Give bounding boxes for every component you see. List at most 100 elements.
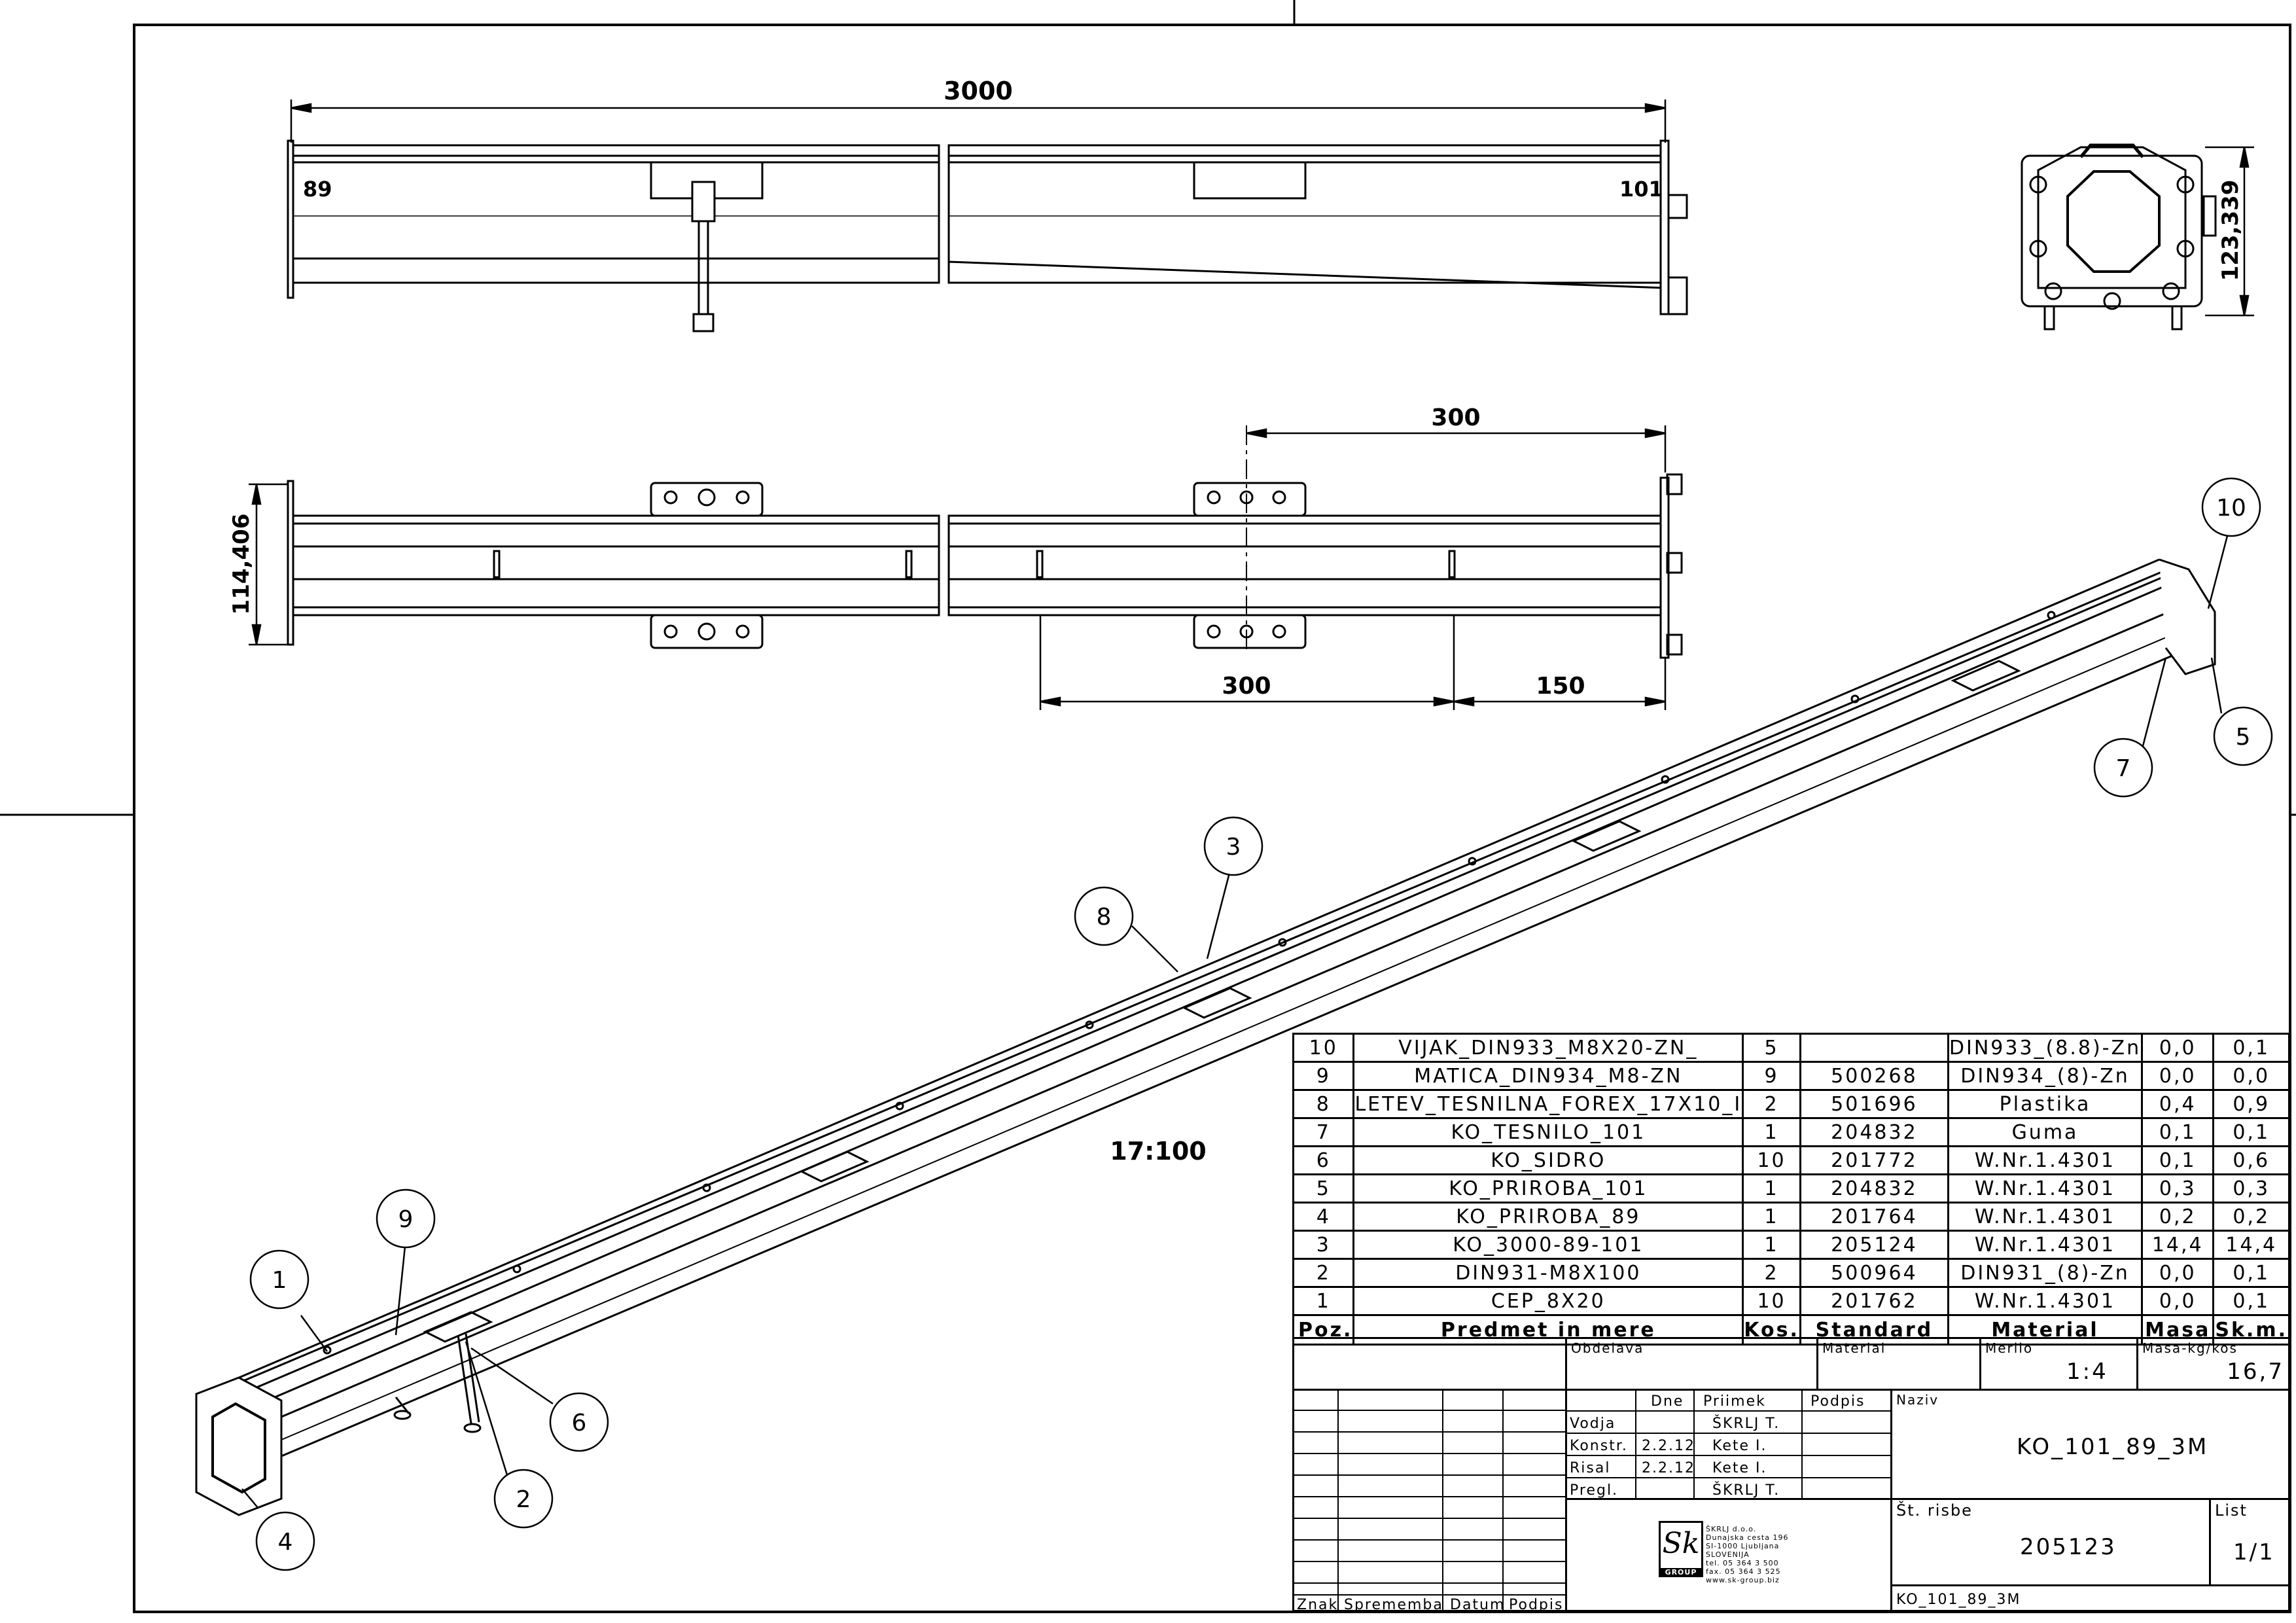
parts-cell-predmet: KO_PRIROBA_101 (1352, 1173, 1744, 1204)
end-mark-left: 89 (303, 177, 332, 202)
scale-note: 17:100 (1110, 1137, 1206, 1166)
merilo-value: 1:4 (2066, 1359, 2108, 1385)
company-line: www.sk-group.biz (1706, 1576, 1780, 1584)
st-risbe-value: 205123 (2020, 1534, 2117, 1560)
role-name: ŠKRLJ T. (1712, 1482, 1780, 1499)
balloon-label: 8 (1097, 904, 1112, 931)
parts-cell-masa: 0,4 (2141, 1089, 2215, 1119)
parts-cell-standard: 201762 (1799, 1286, 1949, 1316)
parts-cell-kos: 5 (1742, 1033, 1801, 1063)
role-name: ŠKRLJ T. (1712, 1416, 1780, 1432)
parts-cell-material: W.Nr.1.4301 (1947, 1202, 2144, 1232)
role-role: Pregl. (1570, 1482, 1619, 1499)
parts-cell-kos: 10 (1742, 1145, 1801, 1175)
parts-cell-skm: 0,9 (2212, 1089, 2290, 1119)
balloons (241, 477, 2273, 1571)
priimek-label: Priimek (1703, 1393, 1766, 1410)
rev-datum: Datum (1450, 1597, 1506, 1613)
role-date: 2.2.12 (1642, 1460, 1695, 1476)
file-name-field: KO_101_89_3M (1890, 1584, 2290, 1612)
role-date: 2.2.12 (1642, 1438, 1695, 1454)
parts-cell-predmet: LETEV_TESNILNA_FOREX_17X10_I (1352, 1089, 1744, 1119)
parts-cell-material: Guma (1947, 1117, 2144, 1147)
masa-value: 16,7 (2227, 1359, 2284, 1385)
balloon-6 (549, 1392, 609, 1452)
material-field: Material (1816, 1337, 1981, 1391)
balloon-3 (1203, 816, 1263, 876)
revision-grid-lines (1292, 1389, 1567, 1612)
balloon-2 (493, 1469, 554, 1529)
top-view (287, 473, 1683, 659)
dim-spacing-b (1039, 615, 1455, 710)
parts-cell-material: DIN933_(8.8)-Zn (1947, 1033, 2144, 1063)
balloon-label: 4 (278, 1529, 293, 1556)
parts-cell-predmet: VIJAK_DIN933_M8X20-ZN_ (1352, 1033, 1744, 1063)
parts-cell-standard: 201772 (1799, 1145, 1949, 1175)
dim-end-offset-value: 150 (1536, 673, 1585, 700)
approval-grid-lines (1565, 1389, 1892, 1500)
podpis-label: Podpis (1810, 1393, 1865, 1410)
dim-spacing-a (1246, 425, 1667, 654)
parts-cell-kos: 1 (1742, 1230, 1801, 1260)
parts-cell-standard (1799, 1033, 1949, 1063)
parts-cell-poz: 4 (1292, 1202, 1355, 1232)
company-line: SLOVENIJA (1706, 1550, 1750, 1559)
company-line: fax. 05 364 3 525 (1706, 1567, 1781, 1576)
end-view (2021, 143, 2217, 330)
parts-cell-material: W.Nr.1.4301 (1947, 1286, 2144, 1316)
parts-cell-masa: 14,4 (2141, 1230, 2215, 1260)
naziv-value: KO_101_89_3M (2017, 1434, 2209, 1460)
parts-cell-predmet: MATICA_DIN934_M8-ZN (1352, 1061, 1744, 1091)
dim-end-height-value: 123,339 (2217, 180, 2244, 281)
parts-cell-standard: 500268 (1799, 1061, 1949, 1091)
parts-cell-predmet: DIN931-M8X100 (1352, 1258, 1744, 1288)
role-role: Konstr. (1570, 1438, 1628, 1454)
parts-cell-skm: 0,1 (2212, 1117, 2290, 1147)
parts-cell-masa: 0,3 (2141, 1173, 2215, 1204)
dim-end-offset (1453, 658, 1667, 710)
parts-cell-kos: 10 (1742, 1286, 1801, 1316)
end-mark-right: 101 (1619, 177, 1663, 202)
parts-cell-kos: 1 (1742, 1173, 1801, 1204)
parts-cell-poz: 9 (1292, 1061, 1355, 1091)
company-logo: Sk GROUP (1659, 1521, 1703, 1577)
parts-cell-kos: 1 (1742, 1117, 1801, 1147)
parts-cell-standard: 204832 (1799, 1117, 1949, 1147)
parts-cell-masa: 0,0 (2141, 1286, 2215, 1316)
balloon-5 (2213, 706, 2273, 766)
role-role: Vodja (1570, 1416, 1616, 1432)
parts-cell-standard: 501696 (1799, 1089, 1949, 1119)
balloon-9 (376, 1188, 436, 1249)
parts-cell-predmet: CEP_8X20 (1352, 1286, 1744, 1316)
role-name: Kete I. (1712, 1438, 1767, 1454)
parts-cell-material: W.Nr.1.4301 (1947, 1173, 2144, 1204)
balloon-labels: 1 2 3 4 5 6 7 8 9 10 (272, 495, 2251, 1556)
parts-cell-standard: 205124 (1799, 1230, 1949, 1260)
balloon-4 (255, 1511, 315, 1571)
balloon-label: 9 (398, 1206, 414, 1233)
balloon-7 (2093, 738, 2153, 798)
front-view (287, 139, 1688, 332)
parts-cell-kos: 2 (1742, 1258, 1801, 1288)
list-value: 1/1 (2233, 1539, 2275, 1565)
parts-cell-skm: 0,3 (2212, 1173, 2290, 1204)
parts-cell-standard: 201764 (1799, 1202, 1949, 1232)
balloon-label: 5 (2236, 724, 2251, 751)
parts-cell-skm: 0,0 (2212, 1061, 2290, 1091)
role-name: Kete I. (1712, 1460, 1767, 1476)
parts-cell-poz: 5 (1292, 1173, 1355, 1204)
balloon-label: 3 (1226, 834, 1241, 861)
parts-cell-skm: 0,1 (2212, 1286, 2290, 1316)
parts-cell-material: Plastika (1947, 1089, 2144, 1119)
